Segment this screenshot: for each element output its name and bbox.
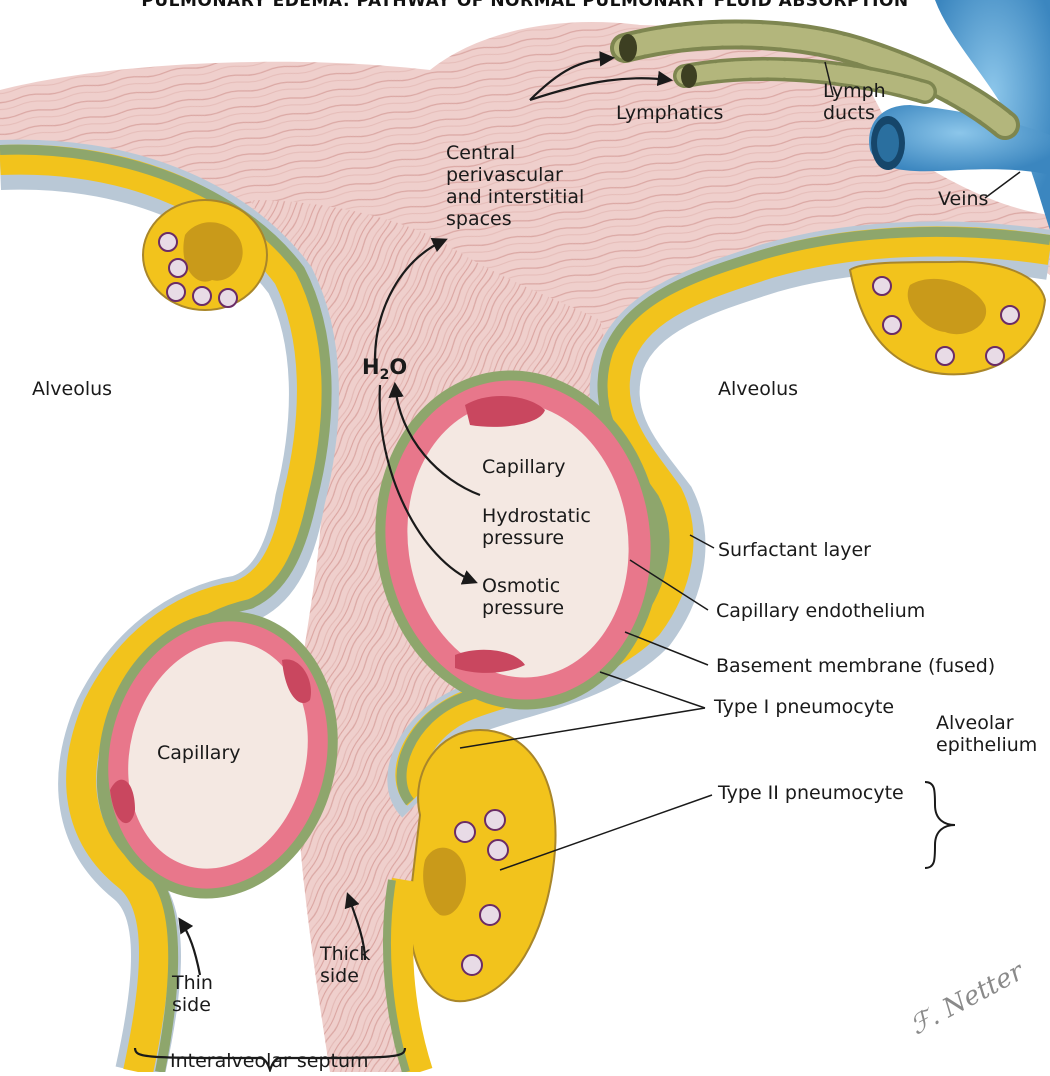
capillary-lower-label: Capillary — [157, 742, 241, 764]
thin-side-label: Thin side — [172, 972, 232, 1016]
capillary-endothelium-label: Capillary endothelium — [716, 600, 925, 622]
h2o-sub: 2 — [380, 367, 390, 383]
type2-pneumocyte-lower-icon — [409, 730, 555, 1001]
page-title: PULMONARY EDEMA: PATHWAY OF NORMAL PULMO… — [0, 0, 1050, 11]
basement-membrane-label: Basement membrane (fused) — [716, 655, 995, 677]
alveolar-epithelium-brace — [925, 782, 955, 868]
type2-pneumocyte-label: Type II pneumocyte — [718, 782, 904, 804]
hydrostatic-pressure-label: Hydrostatic pressure — [482, 505, 612, 549]
thick-side-label: Thick side — [320, 943, 380, 987]
type2-pneumocyte-upper-left-icon — [143, 200, 267, 310]
surfactant-layer-label: Surfactant layer — [718, 539, 871, 561]
osmotic-pressure-label: Osmotic pressure — [482, 575, 572, 619]
lymphatics-label: Lymphatics — [616, 102, 723, 124]
alveolus-right-label: Alveolus — [718, 378, 798, 400]
lymph-ducts-label: Lymph ducts — [823, 80, 893, 124]
type2-pneumocyte-upper-right-icon — [850, 262, 1045, 375]
alveolar-epithelium-label: Alveolar epithelium — [936, 712, 1046, 756]
h2o-h: H — [362, 355, 380, 379]
h2o-o: O — [389, 355, 407, 379]
central-spaces-label: Central perivascular and interstitial sp… — [446, 142, 596, 230]
capillary-upper-label: Capillary — [482, 456, 566, 478]
alveolus-left-label: Alveolus — [32, 378, 112, 400]
interalveolar-septum-label: Interalveolar septum — [170, 1050, 369, 1072]
veins-label: Veins — [938, 188, 988, 210]
h2o-label: H2O — [362, 356, 407, 386]
type1-pneumocyte-label: Type I pneumocyte — [714, 696, 894, 718]
